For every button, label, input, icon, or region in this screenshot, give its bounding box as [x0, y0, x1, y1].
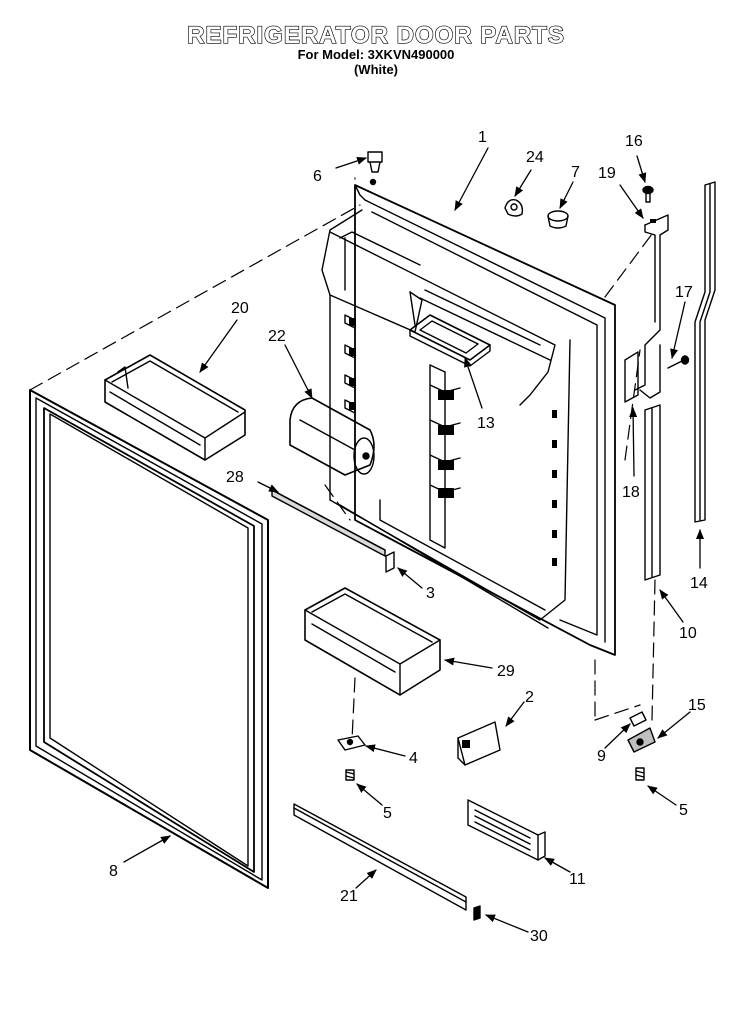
model-line: For Model: 3XKVN490000 [297, 47, 455, 62]
callout-28: 28 [226, 469, 244, 486]
callout-2: 2 [525, 689, 534, 706]
part-5-screw-left [345, 769, 355, 781]
part-10-hinge-channel [644, 404, 661, 581]
callout-17: 17 [675, 284, 693, 301]
part-2-bracket [457, 721, 501, 766]
callout-22: 22 [268, 328, 286, 345]
part-22-dairy-cover [289, 397, 375, 476]
callout-9: 9 [597, 748, 606, 765]
callout-4: 4 [409, 750, 418, 767]
part-24-clip [504, 198, 524, 217]
part-20-door-bin [104, 354, 246, 461]
part-6-plug [367, 151, 383, 186]
part-13-handle-insert [409, 314, 491, 367]
diagram-title: REFRIGERATOR DOOR PARTS [187, 21, 565, 49]
part-3-end-cap [385, 551, 395, 573]
callout-10: 10 [679, 625, 697, 642]
part-11-grille [467, 799, 546, 861]
leader-arrows [123, 147, 704, 933]
callout-13: 13 [477, 415, 495, 432]
callout-11: 11 [569, 871, 586, 888]
part-21-trim-strip [293, 803, 467, 911]
part-16-screw [642, 185, 654, 203]
callout-5-left: 5 [383, 805, 392, 822]
part-29-door-bin [304, 587, 441, 696]
callout-7: 7 [571, 164, 580, 181]
callout-30: 30 [530, 928, 548, 945]
callout-18: 18 [622, 484, 640, 501]
callout-21: 21 [340, 888, 358, 905]
door-liner [321, 184, 616, 656]
callout-labels: 1 2 3 4 5 5 6 7 8 9 10 11 13 14 15 16 17… [109, 129, 708, 945]
callout-19: 19 [598, 165, 616, 182]
part-9-shim [629, 711, 647, 727]
part-28-cap-strip [271, 489, 386, 557]
callout-16: 16 [625, 133, 643, 150]
callout-6: 6 [313, 168, 322, 185]
alignment-lines [29, 177, 656, 741]
part-18-shim [624, 351, 639, 403]
part-7-plug [547, 210, 569, 229]
callout-24: 24 [526, 149, 544, 166]
callout-1: 1 [478, 129, 487, 146]
part-14-trim-strip [694, 181, 716, 523]
callout-5-right: 5 [679, 802, 688, 819]
callout-14: 14 [690, 575, 708, 592]
part-17-screw [667, 355, 690, 369]
part-5-screw-right [635, 767, 645, 781]
door-gasket [29, 389, 269, 889]
callout-15: 15 [688, 697, 706, 714]
part-15-lower-hinge [627, 727, 656, 753]
part-4-hinge [337, 735, 366, 751]
color-line: (White) [353, 62, 399, 77]
callout-3: 3 [426, 585, 435, 602]
part-30-end-cap [473, 905, 481, 921]
part-19-hinge-bracket [634, 214, 669, 399]
callout-8: 8 [109, 863, 118, 880]
callout-29: 29 [497, 663, 515, 680]
callout-20: 20 [231, 300, 249, 317]
